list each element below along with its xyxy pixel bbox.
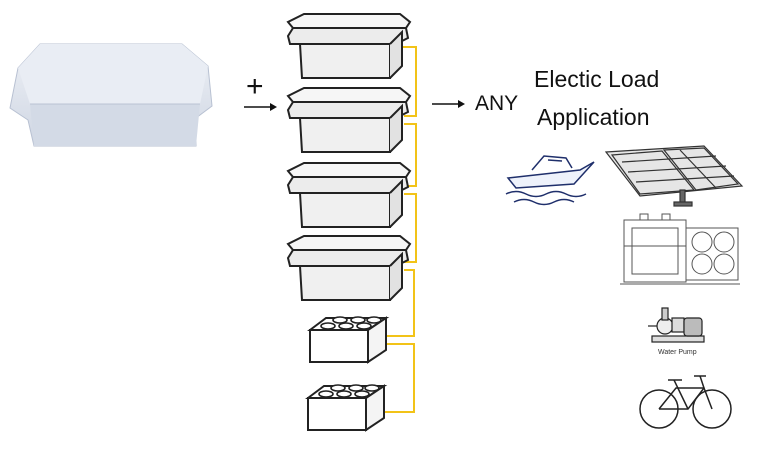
bicycle-icon (639, 375, 732, 429)
title-line-2: Application (537, 104, 650, 130)
plus-arrow (244, 103, 277, 111)
plus-symbol: + (246, 70, 264, 103)
any-arrow (432, 100, 465, 108)
boat-icon (505, 155, 595, 206)
any-label: ANY (475, 92, 519, 115)
machine-icon (620, 213, 740, 285)
battery-box-icon (287, 162, 411, 228)
battery-box-icon (287, 13, 411, 79)
battery-container-photo (9, 43, 213, 147)
wire-connections (384, 46, 417, 413)
battery-box-icon (287, 235, 411, 301)
battery-box-icon (287, 87, 411, 153)
water-pump-icon (648, 307, 705, 343)
water-pump-label: Water Pump (658, 349, 697, 356)
lego-brick-icon (309, 316, 387, 363)
lego-brick-icon (307, 384, 385, 431)
title-line-1: Electic Load (534, 66, 660, 92)
solar-panel-icon (604, 145, 744, 207)
